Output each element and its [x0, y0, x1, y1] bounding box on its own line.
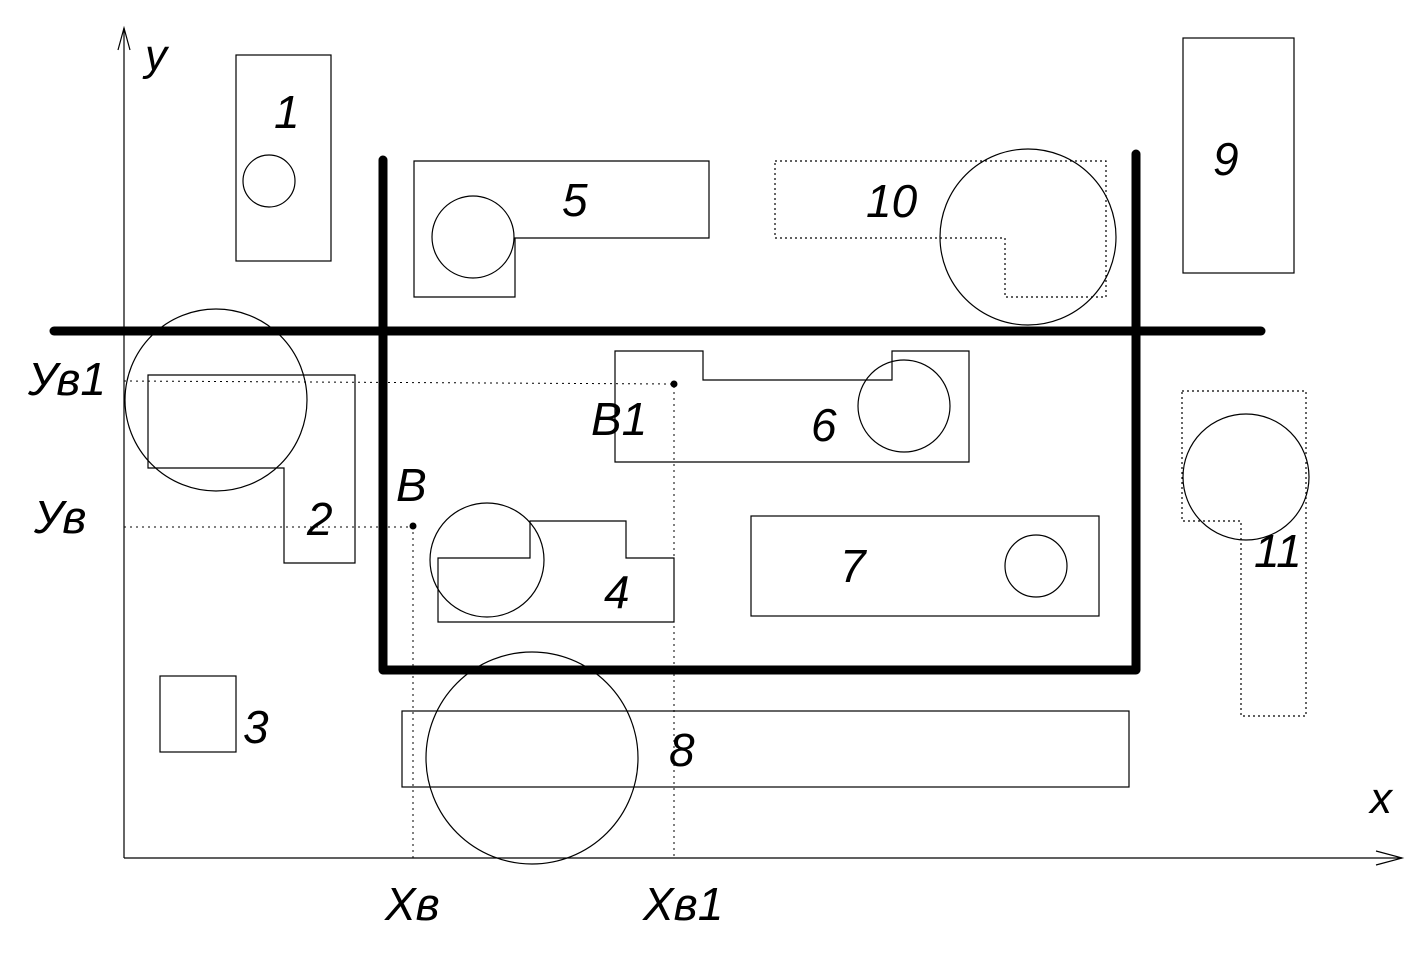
object-9-label: 9: [1213, 133, 1239, 185]
y-axis-arrow: [117, 25, 131, 51]
object-8: 8: [401, 651, 1130, 865]
point-b1-label: B1: [591, 393, 647, 445]
object-10-label: 10: [866, 175, 918, 227]
xb1-label: Хв1: [642, 878, 723, 930]
object-6-label: 6: [811, 399, 837, 451]
x-axis-label: x: [1368, 774, 1394, 823]
object-9: 9: [1182, 37, 1295, 274]
object-3-label: 3: [243, 701, 269, 753]
object-4: 4: [429, 502, 675, 623]
coordinate-labels: Ув1 Ув Хв Хв1: [27, 353, 723, 930]
boundary-lines: [49, 149, 1266, 675]
u-boundary: [378, 149, 1141, 675]
yb-label: Ув: [33, 491, 86, 543]
object-3: 3: [159, 675, 269, 753]
y-axis-label: y: [142, 31, 170, 80]
xb-label: Хв: [384, 878, 440, 930]
object-1-label: 1: [274, 86, 300, 138]
object-5-label: 5: [562, 174, 588, 226]
object-11-label: 11: [1254, 525, 1302, 577]
object-8-label: 8: [669, 724, 695, 776]
object-4-label: 4: [604, 566, 630, 618]
point-b-label: B: [396, 459, 427, 511]
object-2: 2: [124, 308, 356, 564]
object-10: 10: [774, 148, 1117, 326]
object-11: 11: [1181, 390, 1310, 717]
object-6: 6: [614, 350, 970, 463]
object-7: 7: [750, 515, 1100, 617]
coordinate-axes: y x: [117, 25, 1405, 866]
object-2-label: 2: [306, 493, 333, 545]
yb1-label: Ув1: [27, 353, 106, 405]
x-axis-arrow: [1375, 850, 1405, 866]
object-1: 1: [235, 54, 332, 262]
object-5: 5: [413, 160, 710, 298]
object-7-label: 7: [840, 540, 867, 592]
guide-b: [124, 526, 414, 858]
point-b-marker: [409, 522, 417, 530]
point-guides: B1 B: [123, 380, 678, 858]
point-b1-marker: [670, 380, 678, 388]
